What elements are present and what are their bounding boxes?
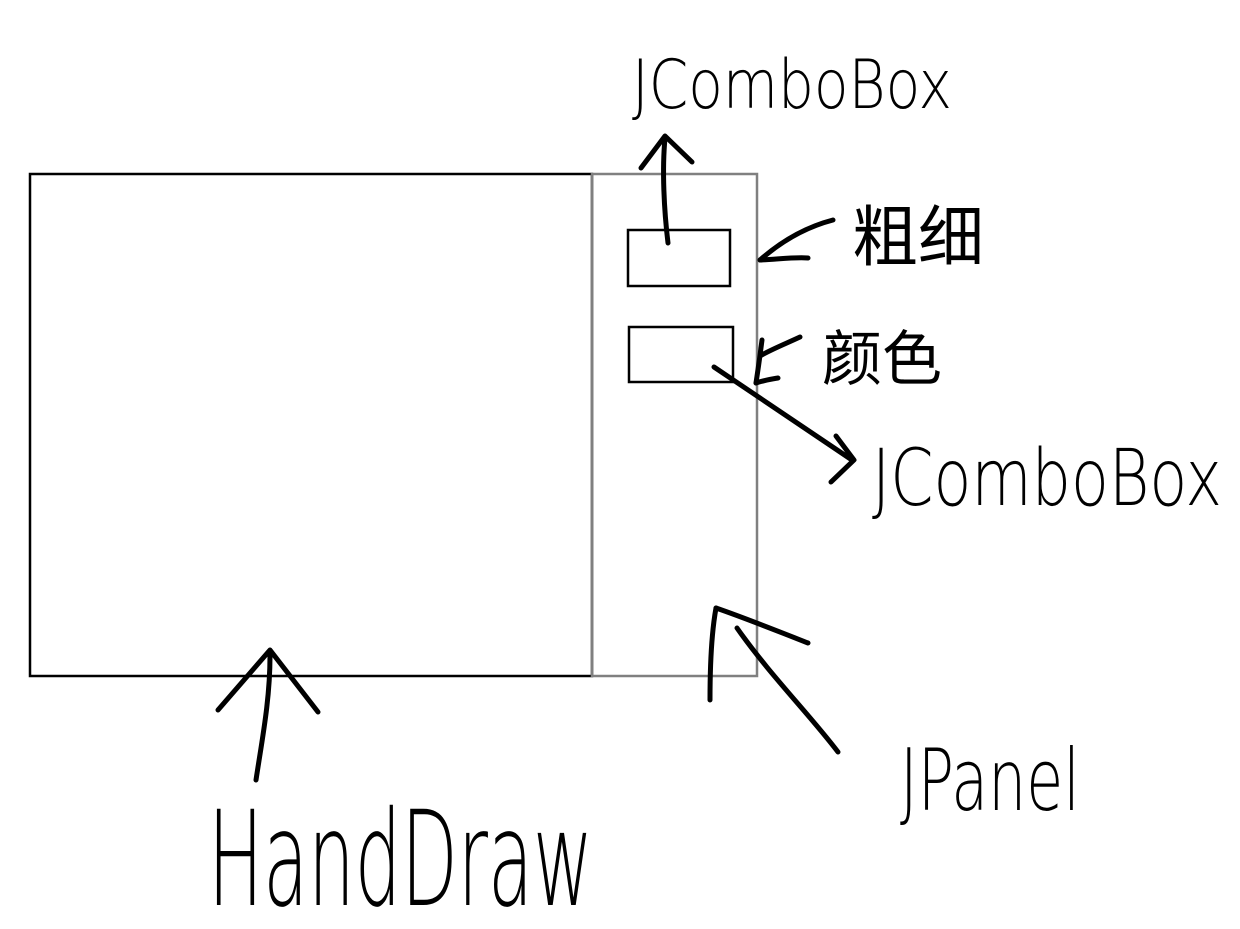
combo-box-bottom — [627, 325, 735, 384]
arrow-panel — [707, 605, 841, 755]
note-bottom-box: 颜色 — [822, 325, 942, 395]
label-jpanel: JPanel — [900, 731, 1080, 831]
arrow-combo-right — [711, 364, 857, 485]
label-handdraw: HandDraw — [208, 783, 593, 929]
arrow-to-bottom-box-note — [753, 334, 803, 386]
arrow-handdraw — [215, 647, 321, 783]
combo-box-top — [626, 228, 732, 288]
note-top-box: 粗细 — [852, 199, 984, 276]
label-jcombobox-right: JComboBox — [872, 434, 1222, 524]
handdraw-area — [28, 172, 594, 678]
arrow-to-top-box-note — [757, 217, 836, 263]
arrow-combo-top — [638, 133, 695, 246]
side-panel — [590, 172, 759, 678]
label-jcombobox-top: JComboBox — [632, 46, 952, 125]
